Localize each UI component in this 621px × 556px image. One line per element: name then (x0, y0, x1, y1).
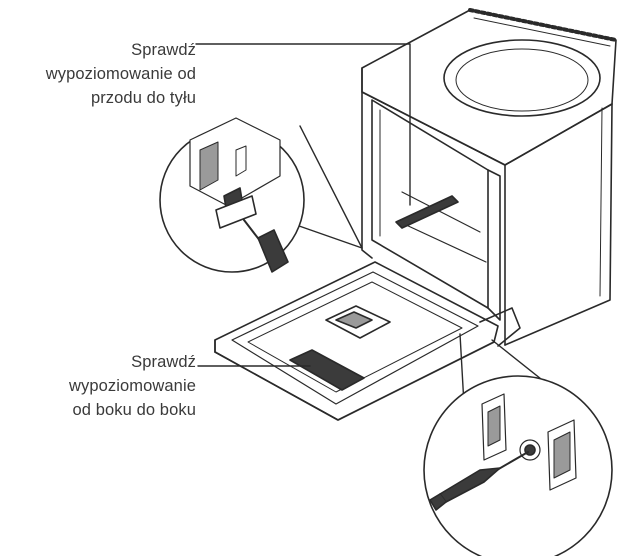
callout-side-to-side: Sprawdź wypoziomowanie od boku do boku (69, 350, 196, 422)
callout-front-to-back: Sprawdź wypoziomowanie od przodu do tyłu (46, 38, 196, 110)
zoom-circle-rear-leg (423, 333, 613, 556)
callout-side-to-side-line3: od boku do boku (72, 401, 196, 419)
dishwasher-cabinet (361, 8, 618, 346)
callout-front-to-back-line3: przodu do tyłu (90, 89, 196, 107)
zoom-circle-leg (159, 117, 363, 273)
callout-front-to-back-line1: Sprawdź (131, 41, 196, 59)
callout-front-to-back-line2: wypoziomowanie od (45, 65, 196, 83)
dishwasher-door (214, 261, 521, 421)
leader-line-front-to-back (195, 43, 411, 206)
callout-side-to-side-line2: wypoziomowanie (68, 377, 196, 395)
callout-side-to-side-line1: Sprawdź (131, 353, 196, 371)
